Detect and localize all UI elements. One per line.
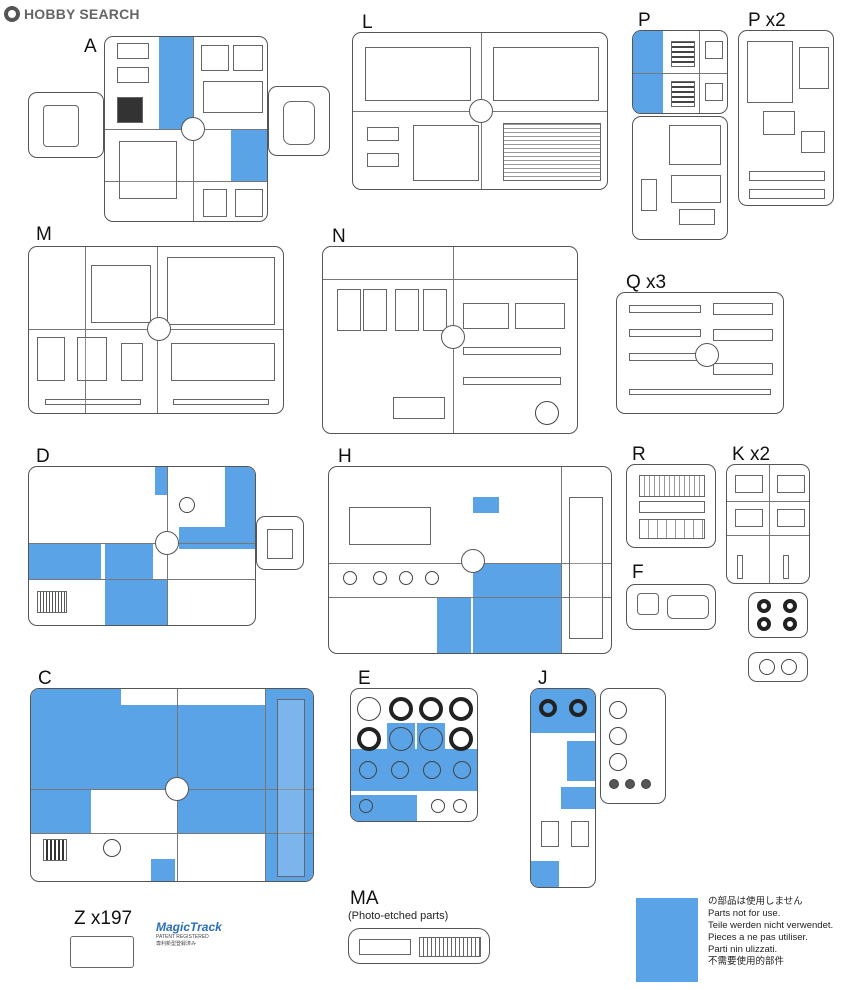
sprue-a-frame bbox=[104, 36, 268, 222]
sprue-c-frame bbox=[30, 688, 314, 882]
sprue-d-unused-d bbox=[105, 543, 153, 579]
sprue-h-unused-a bbox=[473, 497, 499, 513]
sprue-p-x2-frame bbox=[738, 30, 834, 206]
sprue-j-wheel-frame bbox=[600, 688, 666, 804]
sprue-d-unused-c bbox=[29, 543, 101, 579]
sprue-label-q-x3: Q x3 bbox=[626, 272, 667, 293]
sprue-m-frame bbox=[28, 246, 284, 414]
sprue-c-unused-g bbox=[151, 859, 175, 881]
sprue-label-p: P bbox=[638, 10, 651, 31]
sprue-c-unused-f bbox=[177, 789, 265, 833]
sprue-label-z-x197: Z x197 bbox=[74, 908, 133, 929]
legend-line-ja: の部品は使用しません bbox=[708, 896, 803, 907]
sprue-label-h: H bbox=[338, 446, 352, 467]
sprue-p-frame bbox=[632, 30, 728, 114]
sprue-h-unused-d bbox=[473, 597, 561, 653]
sprue-d-side-frame bbox=[256, 516, 304, 570]
sprue-d-frame bbox=[28, 466, 256, 626]
sprue-label-r: R bbox=[632, 444, 646, 465]
logo-mark-icon bbox=[4, 6, 20, 22]
sprue-d-unused-a bbox=[155, 467, 167, 495]
sprue-j-frame bbox=[530, 688, 596, 888]
magic-track-brand: MagicTrack bbox=[156, 920, 222, 934]
magic-track-jp: 専利新型登録済み bbox=[156, 941, 197, 947]
sprue-label-k-x2: K x2 bbox=[732, 444, 771, 465]
sprue-k-hub-frame bbox=[748, 652, 808, 682]
legend-line-de: Teile werden nicht verwendet. bbox=[708, 920, 834, 931]
hobbysearch-logo: HOBBY SEARCH bbox=[4, 4, 140, 24]
sprue-d-unused-b bbox=[225, 467, 255, 527]
sprue-h-unused-c bbox=[437, 597, 471, 653]
sprue-label-n: N bbox=[332, 226, 346, 247]
sprue-a-unused-area bbox=[159, 37, 193, 129]
sprue-l-frame bbox=[352, 32, 608, 190]
sprue-c-unused-d bbox=[265, 689, 313, 881]
sprue-h-frame bbox=[328, 466, 612, 654]
sprue-label-j: J bbox=[538, 668, 548, 689]
ma-subtitle: (Photo-etched parts) bbox=[348, 910, 449, 922]
sprue-a-unused-area-2 bbox=[231, 129, 267, 181]
sprue-k-x2-frame bbox=[726, 464, 810, 584]
sprue-label-m: M bbox=[36, 224, 52, 245]
sprue-f-frame bbox=[626, 584, 716, 630]
sprue-r-frame bbox=[626, 464, 716, 548]
sprue-label-p-x2: P x2 bbox=[748, 10, 786, 31]
track-link-part bbox=[70, 936, 134, 968]
sprue-d-unused-e bbox=[179, 527, 255, 549]
sprue-c-unused-a bbox=[31, 689, 121, 789]
sprue-j-unused-b bbox=[567, 741, 595, 781]
sprue-n-frame bbox=[322, 246, 578, 434]
sprue-c-unused-e bbox=[31, 789, 91, 833]
sprue-c-unused-c bbox=[177, 705, 265, 789]
sprue-label-d: D bbox=[36, 446, 50, 467]
legend-line-en: Parts not for use. bbox=[708, 908, 781, 919]
legend-text: の部品は使用しません Parts not for use. Teile werd… bbox=[708, 896, 833, 968]
legend-line-it: Parti nin ulizzati. bbox=[708, 944, 778, 955]
magic-track-logo: MagicTrack PATENT REGISTERED 専利新型登録済み bbox=[156, 920, 222, 947]
sprue-label-f: F bbox=[632, 562, 644, 583]
sprue-j-unused-d bbox=[531, 861, 559, 887]
sprue-p-unused-area bbox=[633, 31, 663, 113]
sprue-a-side-frame-left bbox=[28, 92, 104, 158]
photo-etched-fret bbox=[348, 928, 490, 964]
sprue-label-ma: MA bbox=[350, 888, 379, 909]
sprue-label-c: C bbox=[38, 668, 52, 689]
legend-unused-swatch bbox=[636, 898, 698, 982]
logo-text: HOBBY SEARCH bbox=[24, 6, 140, 22]
sprue-label-a: A bbox=[84, 36, 97, 57]
sprue-k-wheel-frame bbox=[748, 592, 808, 638]
sprue-h-unused-b bbox=[473, 563, 561, 597]
sprue-c-unused-b bbox=[121, 705, 177, 789]
magic-track-registered: PATENT REGISTERED bbox=[156, 934, 209, 940]
sprue-p-lower-frame bbox=[632, 116, 728, 240]
sprue-e-frame bbox=[350, 688, 478, 822]
legend-line-fr: Pieces a ne pas utiliser. bbox=[708, 932, 808, 943]
sprue-label-l: L bbox=[362, 12, 373, 33]
sprue-d-unused-f bbox=[105, 579, 167, 625]
sprue-a-side-frame-right bbox=[268, 86, 330, 156]
sprue-label-e: E bbox=[358, 668, 371, 689]
legend-line-zh: 不需要使用的部件 bbox=[708, 956, 785, 967]
sprue-j-unused-c bbox=[561, 787, 595, 809]
sprue-q-x3-frame bbox=[616, 292, 784, 414]
